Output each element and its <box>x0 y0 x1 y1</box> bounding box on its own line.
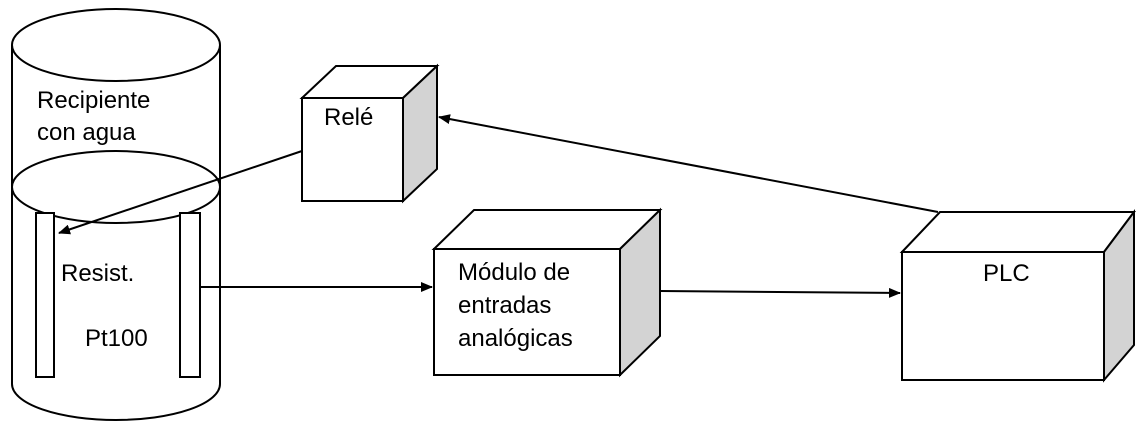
plc-box <box>899 209 1136 383</box>
water-level-surface <box>11 150 221 224</box>
water-tank <box>11 8 221 421</box>
relay-box-front <box>301 97 404 202</box>
tank-body <box>11 45 221 421</box>
analog-module-box <box>431 207 663 378</box>
analog-module-front <box>433 248 621 376</box>
relay-label: Relé <box>324 104 374 131</box>
sensor-label: Pt100 <box>85 325 148 352</box>
arrow-module-to-plc <box>659 287 901 298</box>
relay-box <box>299 63 440 204</box>
plc-label: PLC <box>983 260 1030 287</box>
module-label-line3: analógicas <box>458 325 573 352</box>
plc-box-top <box>899 211 1136 253</box>
module-label-line2: entradas <box>458 292 552 319</box>
module-label-line1: Módulo de <box>458 259 571 286</box>
pt100-sensor-element <box>179 212 201 378</box>
plc-box-front <box>901 251 1105 381</box>
resistor-element <box>35 212 55 378</box>
tank-top-rim <box>11 8 221 82</box>
resistor-label: Resist. <box>61 260 135 287</box>
arrow-relay-to-resistor <box>58 150 303 235</box>
tank-label-line1: Recipiente <box>37 87 151 114</box>
tank-label-line2: con agua <box>37 119 136 146</box>
arrow-plc-to-relay <box>438 114 939 213</box>
